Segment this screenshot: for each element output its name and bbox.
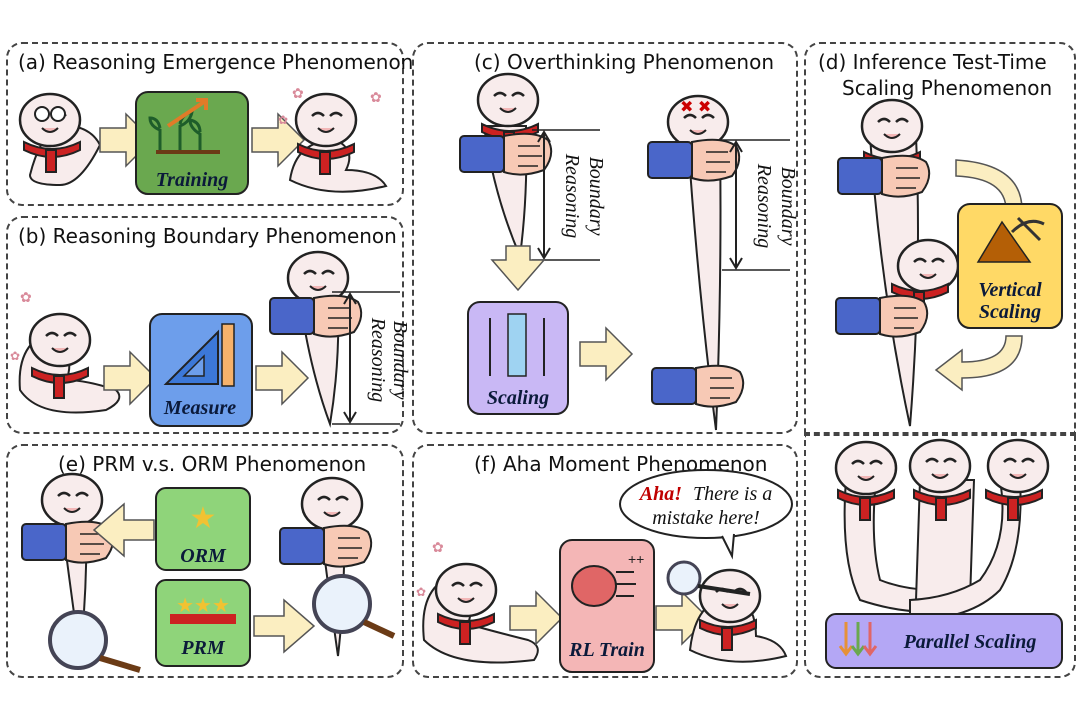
orm-label: ORM [180, 545, 227, 567]
vertical-label: Vertical [978, 279, 1042, 301]
plus-plus-icon: ++ [628, 551, 644, 567]
flower-icon: ✿ [292, 85, 304, 101]
panel-d-snake [835, 98, 960, 427]
panel-b-arrow-2 [255, 351, 309, 405]
panel-f-arrow-1 [509, 591, 563, 645]
panel-a-training-box: Training [135, 91, 249, 195]
panel-e-prm-box: ★★★ PRM [155, 579, 251, 667]
magnifier-icon [312, 574, 372, 634]
aha-text: Aha! [638, 483, 682, 505]
dizzy-x-icon: ✖ ✖ [680, 99, 711, 116]
panel-e-left-snake [21, 472, 141, 673]
panel-c-short-snake [459, 72, 553, 260]
panel-b-tall-snake [269, 250, 363, 428]
flower-icon: ✿ [416, 585, 426, 599]
parallel-scaling-label: Parallel Scaling [903, 631, 1037, 653]
flower-icon: ✿ [20, 289, 32, 305]
panel-c-arrow-right [579, 327, 633, 381]
panel-f-snake-left: ✿ ✿ [416, 539, 539, 664]
panel-d-curved-arrow-bottom [934, 335, 1023, 392]
panel-e-orm-box: ★ ORM [155, 487, 251, 571]
panel-d-title-line2: Scaling Phenomenon [842, 76, 1053, 100]
vertical-scaling-label: Scaling [979, 301, 1041, 323]
flower-icon: ✿ [10, 349, 20, 363]
scaling-label: Scaling [487, 387, 549, 409]
panel-a-snake-right: ✿ ✿ ✿ [278, 85, 388, 193]
panel-d-parallel-snakes [834, 438, 1050, 622]
panel-f-rl-box: ++ RL Train [559, 539, 655, 673]
panel-e-right-snake [279, 476, 396, 657]
panel-f [412, 444, 798, 678]
panel-d-parallel [804, 434, 1076, 678]
panel-e-title: (e) PRM v.s. ORM Phenomenon [58, 452, 367, 476]
panel-c-long-snake: ✖ ✖ [647, 94, 745, 431]
panel-d-parallel-box: Parallel Scaling [825, 613, 1063, 669]
panel-d-title-line1: (d) Inference Test-Time [818, 50, 1047, 74]
stars-ribbon-icon: ★★★ [176, 595, 230, 617]
panel-c-down-arrow [490, 245, 546, 292]
rl-train-label: RL Train [568, 639, 645, 661]
flower-icon: ✿ [370, 89, 382, 105]
c-boundary-label-2: Boundary [585, 157, 607, 236]
bubble-line-1: There is a [693, 483, 772, 505]
boundary-label-1: Reasoning [367, 317, 389, 402]
magnifier-icon [48, 610, 108, 670]
prm-label: PRM [180, 637, 226, 659]
c-boundary-label-4: Boundary [777, 167, 799, 246]
panel-b-title: (b) Reasoning Boundary Phenomenon [18, 224, 397, 248]
panel-c-boundary-bracket-2: Reasoning Boundary [722, 139, 799, 271]
c-boundary-label-3: Reasoning [753, 163, 775, 248]
panel-b [6, 216, 404, 434]
panel-b-measure-box: Measure [149, 313, 253, 427]
boundary-label-2: Boundary [389, 321, 411, 400]
c-boundary-label-1: Reasoning [561, 153, 583, 238]
panel-c-scaling-box: Scaling [467, 301, 569, 415]
panel-b-snake: ✿ ✿ [10, 289, 121, 414]
panel-c-title: (c) Overthinking Phenomenon [474, 50, 775, 74]
magnifier-icon [666, 560, 702, 596]
trophy-star-icon: ★ [190, 502, 217, 535]
bubble-line-2: mistake here! [652, 507, 760, 529]
flower-icon: ✿ [278, 113, 288, 127]
panel-d-vertical-box: Vertical Scaling [957, 203, 1063, 329]
panel-c [412, 42, 798, 434]
panel-a [6, 42, 404, 206]
panel-e-arrow-right [253, 598, 316, 654]
panel-f-snake-right [666, 560, 788, 663]
aha-speech-bubble: Aha! There is a mistake here! [619, 469, 793, 560]
panel-d [804, 42, 1076, 434]
panel-c-boundary-bracket-1: Reasoning Boundary [532, 129, 607, 261]
panel-a-snake-left [18, 92, 102, 187]
panel-e-arrow-left [92, 502, 155, 558]
panel-e [6, 444, 404, 678]
training-label: Training [156, 169, 229, 191]
panel-b-boundary-bracket: Reasoning Boundary [332, 291, 411, 425]
measure-label: Measure [163, 397, 236, 419]
svg-text:Aha! There is a: Aha! There is a [638, 483, 773, 505]
panel-a-title: (a) Reasoning Emergence Phenomenon [18, 50, 414, 74]
flower-icon: ✿ [432, 539, 444, 555]
